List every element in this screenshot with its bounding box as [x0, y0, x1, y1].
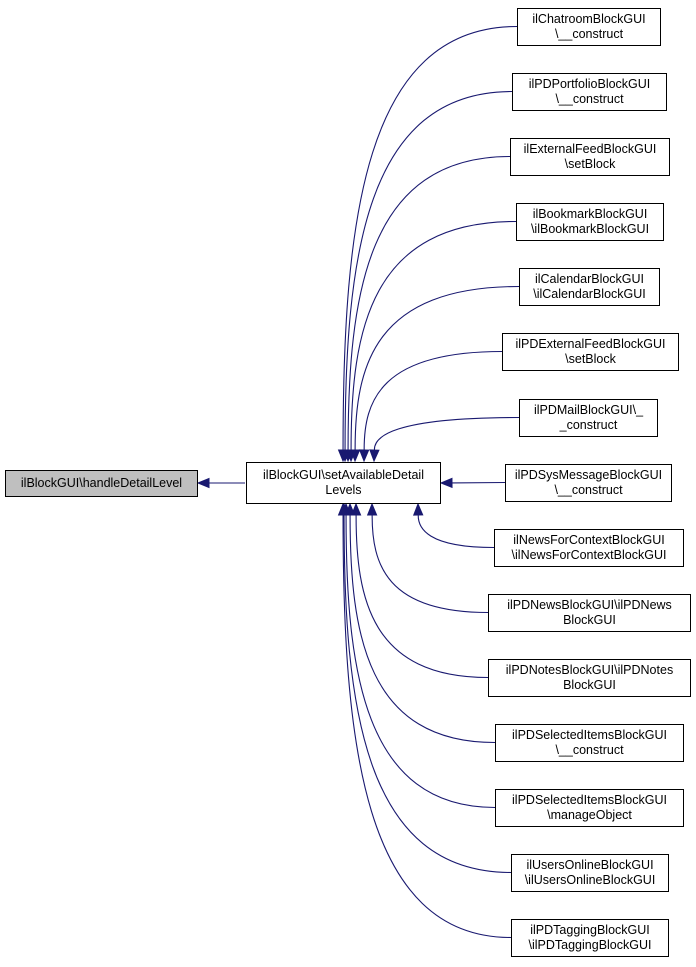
edge-caller-to-center: [371, 514, 489, 614]
node-caller-chatroom-construct[interactable]: ilChatroomBlockGUI\__construct: [517, 8, 661, 46]
node-caller-newsforcontext-ctor-label-line: ilNewsForContextBlockGUI: [513, 533, 664, 547]
edge-caller-to-center: [343, 514, 512, 874]
node-caller-pdexternalfeed-setblock[interactable]: ilPDExternalFeedBlockGUI\setBlock: [502, 333, 679, 371]
edge-arrowhead: [196, 477, 210, 489]
node-caller-pdexternalfeed-setblock-label-line: \setBlock: [565, 352, 616, 366]
node-focus-handle-detail-level-box: [5, 470, 198, 497]
node-caller-pdnews-ctor-box: [488, 594, 691, 632]
node-caller-bookmark-ctor-label-line: \ilBookmarkBlockGUI: [531, 222, 649, 236]
node-caller-pdexternalfeed-setblock-box: [502, 333, 679, 371]
node-caller-pdportfolio-construct[interactable]: ilPDPortfolioBlockGUI\__construct: [512, 73, 667, 111]
edge-caller-to-center: [354, 285, 520, 451]
edge-caller-to-center: [349, 514, 496, 744]
node-caller-pdselecteditems-construct-box: [495, 724, 684, 762]
edge-caller-to-center: [355, 514, 489, 679]
node-caller-pdsysmessage-construct[interactable]: ilPDSysMessageBlockGUI\__construct: [505, 464, 672, 502]
edge-arrowhead: [337, 502, 349, 516]
node-caller-pdtagging-ctor-label-line: \ilPDTaggingBlockGUI: [529, 938, 652, 952]
node-caller-pdmail-construct-box: [519, 399, 658, 437]
edge-caller-to-center: [345, 514, 496, 809]
edge-caller-to-center: [342, 514, 512, 939]
node-caller-externalfeed-setblock-box: [510, 138, 670, 176]
nodes-layer: ilBlockGUI\handleDetailLevel ilBlockGUI\s…: [5, 8, 691, 957]
edge-caller-to-center: [350, 220, 517, 451]
node-caller-pdportfolio-construct-box: [512, 73, 667, 111]
edge-arrowhead: [412, 502, 424, 516]
node-caller-bookmark-ctor-label-line: ilBookmarkBlockGUI: [533, 207, 648, 221]
node-caller-pdnews-ctor[interactable]: ilPDNewsBlockGUI\ilPDNewsBlockGUI: [488, 594, 691, 632]
node-set-available-detail-levels-label-line: ilBlockGUI\setAvailableDetail: [263, 468, 424, 482]
node-caller-pdselecteditems-manageobject[interactable]: ilPDSelectedItemsBlockGUI\manageObject: [495, 789, 684, 827]
node-set-available-detail-levels-label-line: Levels: [325, 483, 361, 497]
node-caller-pdselecteditems-construct[interactable]: ilPDSelectedItemsBlockGUI\__construct: [495, 724, 684, 762]
node-caller-calendar-ctor-label-line: \ilCalendarBlockGUI: [533, 287, 646, 301]
edge-caller-to-center: [417, 514, 495, 549]
node-caller-pdnotes-ctor[interactable]: ilPDNotesBlockGUI\ilPDNotesBlockGUI: [488, 659, 691, 697]
edge-arrowhead: [349, 449, 361, 463]
node-caller-externalfeed-setblock-label-line: ilExternalFeedBlockGUI: [524, 142, 657, 156]
node-caller-pdportfolio-construct-label-line: ilPDPortfolioBlockGUI: [529, 77, 651, 91]
node-caller-newsforcontext-ctor-box: [494, 529, 684, 567]
node-caller-pdselecteditems-manageobject-label-line: \manageObject: [547, 808, 632, 822]
edge-caller-to-center: [347, 155, 511, 451]
node-caller-chatroom-construct-label-line: \__construct: [555, 27, 624, 41]
node-caller-pdtagging-ctor-label-line: ilPDTaggingBlockGUI: [530, 923, 650, 937]
node-caller-pdselecteditems-construct-label-line: ilPDSelectedItemsBlockGUI: [512, 728, 667, 742]
node-caller-pdmail-construct-label-line: ilPDMailBlockGUI\_: [534, 403, 644, 417]
node-caller-pdsysmessage-construct-label-line: \__construct: [554, 483, 623, 497]
node-caller-chatroom-construct-label-line: ilChatroomBlockGUI: [532, 12, 645, 26]
node-focus-handle-detail-level-label-line: ilBlockGUI\handleDetailLevel: [21, 476, 182, 490]
node-caller-newsforcontext-ctor[interactable]: ilNewsForContextBlockGUI\ilNewsForContex…: [494, 529, 684, 567]
node-caller-pdselecteditems-manageobject-label-line: ilPDSelectedItemsBlockGUI: [512, 793, 667, 807]
node-caller-calendar-ctor-box: [519, 268, 660, 306]
node-caller-usersonline-ctor-label-line: ilUsersOnlineBlockGUI: [526, 858, 653, 872]
node-caller-pdmail-construct[interactable]: ilPDMailBlockGUI\__construct: [519, 399, 658, 437]
node-caller-newsforcontext-ctor-label-line: \ilNewsForContextBlockGUI: [512, 548, 667, 562]
edges-layer: [196, 25, 520, 939]
edge-caller-to-center: [373, 416, 520, 451]
node-caller-usersonline-ctor[interactable]: ilUsersOnlineBlockGUI\ilUsersOnlineBlock…: [511, 854, 669, 892]
edge-caller-to-center: [342, 25, 518, 451]
node-caller-pdsysmessage-construct-label-line: ilPDSysMessageBlockGUI: [515, 468, 662, 482]
node-caller-calendar-ctor-label-line: ilCalendarBlockGUI: [535, 272, 644, 286]
node-caller-pdsysmessage-construct-box: [505, 464, 672, 502]
edge-arrowhead: [358, 449, 370, 463]
node-caller-bookmark-ctor-box: [516, 203, 664, 241]
node-caller-pdnotes-ctor-label-line: BlockGUI: [563, 678, 616, 692]
node-caller-pdportfolio-construct-label-line: \__construct: [555, 92, 624, 106]
node-caller-pdnews-ctor-label-line: ilPDNewsBlockGUI\ilPDNews: [507, 598, 672, 612]
node-caller-pdselecteditems-manageobject-box: [495, 789, 684, 827]
node-caller-pdtagging-ctor-box: [511, 919, 669, 957]
edge-arrowhead: [439, 477, 453, 489]
node-caller-externalfeed-setblock[interactable]: ilExternalFeedBlockGUI\setBlock: [510, 138, 670, 176]
edge-arrowhead: [369, 449, 380, 463]
node-caller-calendar-ctor[interactable]: ilCalendarBlockGUI\ilCalendarBlockGUI: [519, 268, 660, 306]
node-caller-chatroom-construct-box: [517, 8, 661, 46]
node-caller-pdexternalfeed-setblock-label-line: ilPDExternalFeedBlockGUI: [515, 337, 665, 351]
node-caller-pdnews-ctor-label-line: BlockGUI: [563, 613, 616, 627]
edge-arrowhead: [366, 502, 378, 516]
node-caller-pdmail-construct-label-line: _construct: [559, 418, 618, 432]
node-focus-handle-detail-level[interactable]: ilBlockGUI\handleDetailLevel: [5, 470, 198, 497]
node-caller-pdtagging-ctor[interactable]: ilPDTaggingBlockGUI\ilPDTaggingBlockGUI: [511, 919, 669, 957]
node-caller-usersonline-ctor-box: [511, 854, 669, 892]
node-caller-usersonline-ctor-label-line: \ilUsersOnlineBlockGUI: [525, 873, 656, 887]
edge-caller-to-center: [344, 90, 513, 451]
node-caller-pdselecteditems-construct-label-line: \__construct: [555, 743, 624, 757]
node-caller-pdnotes-ctor-box: [488, 659, 691, 697]
edge-caller-to-center: [363, 350, 503, 451]
node-set-available-detail-levels-box: [246, 462, 441, 504]
node-caller-externalfeed-setblock-label-line: \setBlock: [565, 157, 616, 171]
node-caller-bookmark-ctor[interactable]: ilBookmarkBlockGUI\ilBookmarkBlockGUI: [516, 203, 664, 241]
node-caller-pdnotes-ctor-label-line: ilPDNotesBlockGUI\ilPDNotes: [506, 663, 673, 677]
